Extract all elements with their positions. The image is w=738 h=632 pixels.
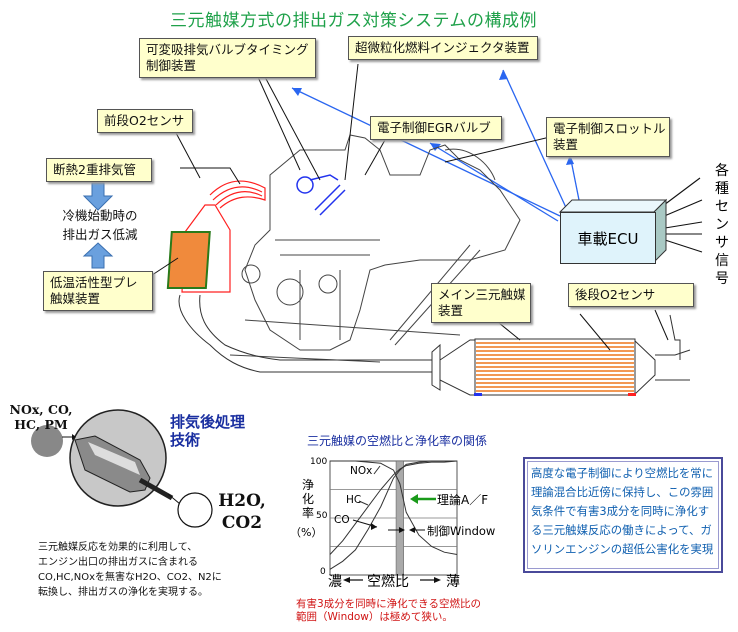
pre-catalyst	[166, 231, 211, 289]
callout-egr-valve: 電子制御EGRバルブ	[370, 116, 502, 140]
control-window-label: 制御Window	[427, 524, 496, 538]
pollutant-line2: HC, PM	[14, 417, 68, 432]
callout-valve-timing: 可変吸排気バルブタイミング 制御装置	[139, 38, 316, 78]
clean-outputs: H2O, CO2	[214, 490, 270, 534]
callout-injector: 超微粒化燃料インジェクタ装置	[348, 36, 538, 60]
callout-main-catalyst-line2: 装置	[438, 303, 464, 318]
chart-ylabel: 浄化率	[301, 478, 314, 520]
page-title: 三元触媒方式の排出ガス対策システムの構成例	[170, 11, 537, 31]
callout-throttle-line2: 装置	[553, 137, 579, 152]
sensor-char: セ	[715, 199, 729, 215]
sensor-char: 各	[715, 163, 729, 179]
output-line2: CO2	[221, 513, 263, 533]
purification-chart	[329, 460, 458, 583]
ecu-top	[558, 199, 668, 213]
aftertreatment-title-line1: 排気後処理	[170, 413, 246, 431]
ytick-100: 100	[310, 457, 328, 467]
hc-leader	[358, 500, 369, 506]
series-label-co: CO	[334, 514, 350, 526]
callout-throttle: 電子制御スロットル 装置	[546, 117, 670, 157]
valve-mechanism	[296, 174, 346, 216]
sensor-char: ン	[715, 217, 729, 233]
description-line: 三元触媒反応を効果的に利用して、	[38, 542, 198, 553]
callout-throttle-line1: 電子制御スロットル	[553, 121, 666, 136]
callout-main-catalyst: メイン三元触媒 装置	[431, 283, 531, 323]
sensor-char: サ	[715, 235, 729, 251]
chart-title: 三元触媒の空燃比と浄化率の関係	[307, 434, 488, 448]
aftertreatment-illustration	[31, 409, 213, 528]
info-box: 高度な電子制御により空燃比を常に理論混合比近傍に保持し、この雰囲気条件で有害3成…	[523, 457, 723, 573]
callout-rear-o2-sensor: 後段O2センサ	[568, 283, 694, 307]
cold-start-line1: 冷機始動時の	[62, 208, 138, 223]
chart-note-line1: 有害3成分を同時に浄化できる空燃比の	[296, 598, 481, 610]
sensor-signals-label: 各 種 セ ン サ 信 号	[713, 162, 731, 288]
callout-main-catalyst-line1: メイン三元触媒	[438, 287, 526, 302]
ytick-50: 50	[316, 511, 328, 521]
pollutant-line1: NOx, CO,	[9, 402, 73, 417]
description-line: CO,HC,NOxを無害なH2O、CO2、N2に	[38, 572, 222, 583]
pollutant-inputs: NOx, CO, HC, PM	[9, 402, 73, 432]
callout-valve-timing-line2: 制御装置	[146, 58, 197, 73]
theoretical-af-label: 理論A／F	[437, 493, 489, 507]
cold-start-label: 冷機始動時の 排出ガス低減	[55, 206, 145, 244]
sensor-char: 種	[715, 181, 729, 197]
chart-note: 有害3成分を同時に浄化できる空燃比の 範囲（Window）は極めて狭い。	[296, 598, 481, 624]
x-rich-label: 濃	[328, 574, 342, 590]
sensor-char: 信	[715, 253, 729, 269]
chart-xlabel: 空燃比	[367, 574, 409, 590]
sensor-signal-arrows	[659, 177, 703, 253]
ytick-0: 0	[320, 567, 326, 577]
exhaust-pipe	[178, 294, 691, 396]
x-lean-label: 薄	[446, 574, 460, 590]
engine-block	[229, 134, 521, 363]
arrow-to-egr	[429, 142, 559, 222]
series-line-nox	[330, 460, 458, 555]
series-label-hc: HC	[346, 494, 362, 506]
series-line-co	[329, 460, 457, 570]
arrow-to-injector	[502, 69, 569, 213]
ecu-box: 車載ECU	[560, 212, 656, 264]
control-window-band	[395, 460, 404, 576]
description-line: エンジン出口の排出ガスに含まれる	[38, 557, 198, 568]
aftertreatment-description: 三元触媒反応を効果的に利用して、 エンジン出口の排出ガスに含まれる CO,HC,…	[38, 540, 222, 600]
cold-start-line2: 排出ガス低減	[62, 227, 138, 242]
callout-pre-catalyst-line1: 低温活性型プレ	[50, 275, 138, 290]
chart-note-line2: 範囲（Window）は極めて狭い。	[296, 611, 453, 623]
sensor-char: 号	[715, 271, 729, 287]
description-line: 転換し、排出ガスの浄化を実現する。	[38, 587, 208, 598]
callout-front-o2-sensor: 前段O2センサ	[97, 109, 193, 133]
callout-pre-catalyst: 低温活性型プレ 触媒装置	[43, 271, 153, 311]
aftertreatment-title-line2: 技術	[170, 431, 201, 449]
series-line-hc	[329, 460, 458, 555]
callout-insulated-pipe: 断熱2重排気管	[46, 158, 152, 182]
exhaust-manifold	[181, 180, 266, 293]
output-line1: H2O,	[218, 491, 266, 511]
callout-valve-timing-line1: 可変吸排気バルブタイミング	[146, 42, 309, 57]
nox-leader	[373, 465, 381, 475]
aftertreatment-title: 排気後処理 技術	[170, 413, 245, 449]
chart-ylabel-unit: （%）	[290, 526, 323, 539]
cold-start-arrows	[82, 182, 114, 269]
series-label-nox: NOx	[350, 465, 373, 477]
ecu-label: 車載ECU	[577, 229, 639, 248]
callout-pre-catalyst-line2: 触媒装置	[50, 291, 101, 306]
